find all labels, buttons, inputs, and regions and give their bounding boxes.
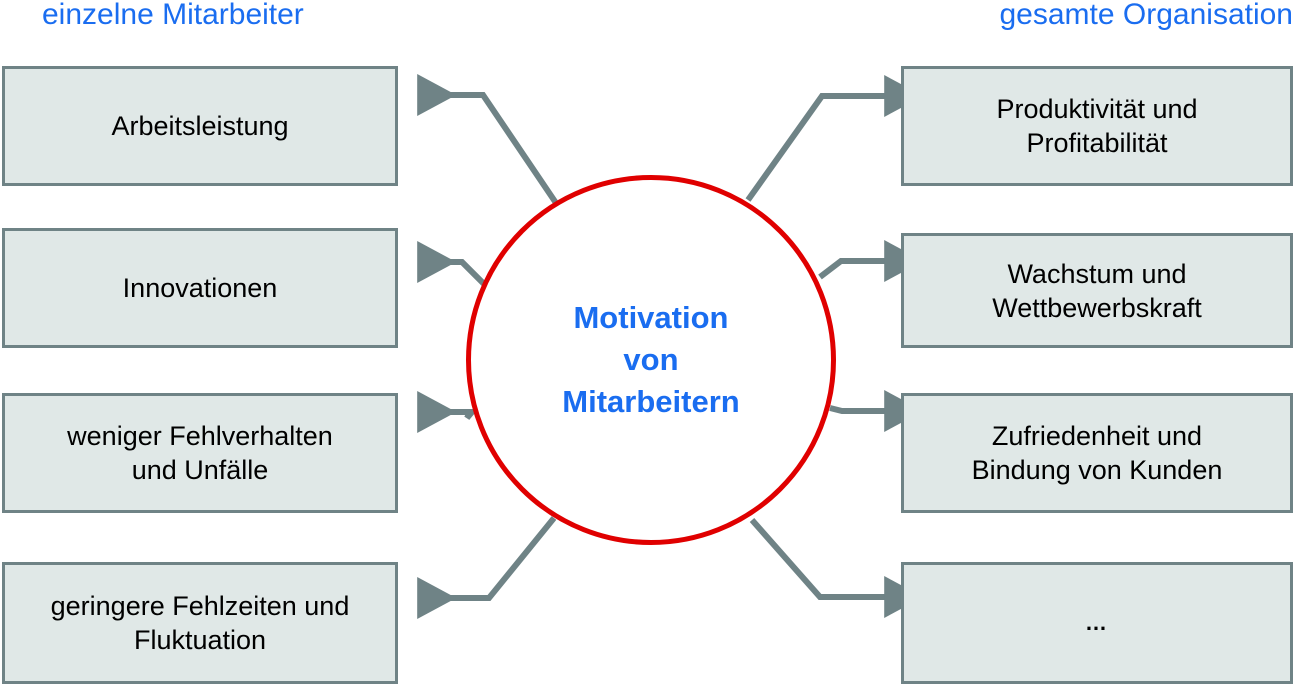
node-label: geringere Fehlzeiten und Fluktuation [50,591,350,655]
node-box-fehlzeiten[interactable]: geringere Fehlzeiten und Fluktuation [2,562,398,684]
node-label: Wachstum und Wettbewerbskraft [992,258,1202,323]
node-label: Zufriedenheit und Bindung von Kunden [971,421,1223,485]
center-node-label: Motivation von Mitarbeitern [562,300,740,419]
node-box-weitere[interactable]: … [901,562,1293,684]
connector-left-3 [417,516,557,619]
node-box-produktivitaet[interactable]: Produktivität und Profitabilität [901,66,1293,186]
node-box-arbeitsleistung[interactable]: Arbeitsleistung [2,66,398,186]
node-box-innovationen[interactable]: Innovationen [2,228,398,348]
node-box-zufriedenheit[interactable]: Zufriedenheit und Bindung von Kunden [901,393,1293,513]
node-label: Produktivität und Profitabilität [996,94,1198,158]
connector-left-1 [417,241,492,292]
node-label: Arbeitsleistung [111,111,289,141]
connector-left-0 [417,74,559,205]
center-node-circle[interactable]: Motivation von Mitarbeitern [466,175,836,545]
connector-right-1 [818,240,924,282]
node-label: … [1085,610,1109,635]
column-header-right: gesamte Organisation [999,0,1294,31]
connector-right-3 [749,518,924,618]
connector-left-2 [417,391,479,433]
connector-right-2 [829,390,924,432]
node-label: weniger Fehlverhalten und Unfälle [67,421,333,485]
column-header-left: einzelne Mitarbeiter [42,0,304,31]
connector-right-0 [745,75,924,202]
node-box-wachstum[interactable]: Wachstum und Wettbewerbskraft [901,233,1293,348]
node-label: Innovationen [122,273,278,303]
node-box-fehlverhalten[interactable]: weniger Fehlverhalten und Unfälle [2,393,398,513]
